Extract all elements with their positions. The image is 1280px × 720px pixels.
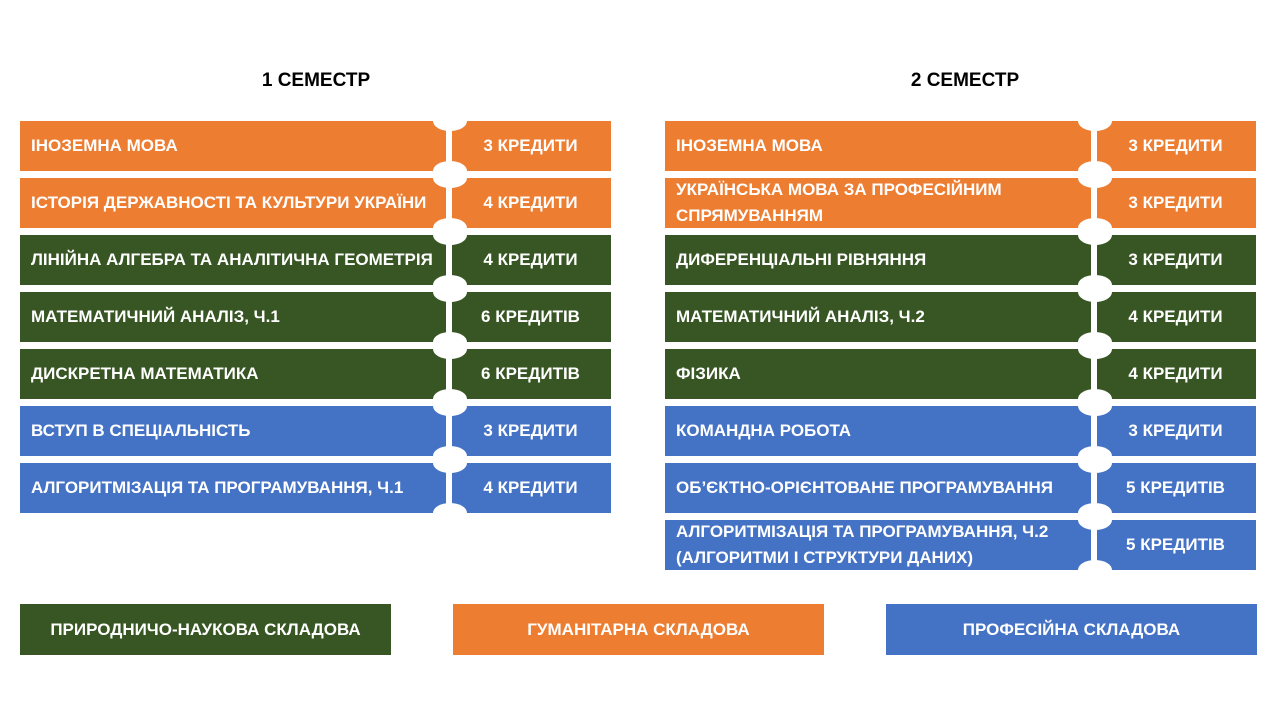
connector-circle xyxy=(1078,453,1112,473)
course-credits: 4 КРЕДИТИ xyxy=(483,478,578,497)
separator xyxy=(446,349,452,399)
connector-circle xyxy=(433,453,467,473)
separator xyxy=(1091,178,1097,228)
course-credits: 4 КРЕДИТИ xyxy=(1128,364,1223,383)
course-row: УКРАЇНСЬКА МОВА ЗА ПРОФЕСІЙНИМ СПРЯМУВАН… xyxy=(665,168,1256,238)
course-credits: 3 КРЕДИТИ xyxy=(483,421,578,440)
connector-circle xyxy=(1078,282,1112,302)
connector-circle xyxy=(1078,339,1112,359)
course-row: ІСТОРІЯ ДЕРЖАВНОСТІ ТА КУЛЬТУРИ УКРАЇНИ 4… xyxy=(20,168,611,238)
course-credits: 6 КРЕДИТІВ xyxy=(481,307,580,326)
connector-circle xyxy=(433,282,467,302)
course-name: МАТЕМАТИЧНИЙ АНАЛІЗ, Ч.2 xyxy=(676,307,925,326)
course-credits: 5 КРЕДИТІВ xyxy=(1126,535,1225,554)
course-name: ІСТОРІЯ ДЕРЖАВНОСТІ ТА КУЛЬТУРИ УКРАЇНИ xyxy=(31,193,427,212)
course-credits: 3 КРЕДИТИ xyxy=(1128,250,1223,269)
course-row: КОМАНДНА РОБОТА 3 КРЕДИТИ xyxy=(665,396,1256,466)
connector-circle xyxy=(1078,168,1112,188)
semester-1-title: 1 СЕМЕСТР xyxy=(261,70,371,91)
course-row: ЛІНІЙНА АЛГЕБРА ТА АНАЛІТИЧНА ГЕОМЕТРІЯ 4… xyxy=(20,225,611,295)
course-row: МАТЕМАТИЧНИЙ АНАЛІЗ, Ч.2 4 КРЕДИТИ xyxy=(665,282,1256,352)
legend-label: ГУМАНІТАРНА СКЛАДОВА xyxy=(527,619,750,639)
connector-circle xyxy=(433,396,467,416)
connector-circle xyxy=(1078,396,1112,416)
course-name: ОБ’ЄКТНО-ОРІЄНТОВАНЕ ПРОГРАМУВАННЯ xyxy=(676,478,1054,497)
course-name: ДИСКРЕТНА МАТЕМАТИКА xyxy=(31,364,259,383)
course-row: ДИФЕРЕНЦІАЛЬНІ РІВНЯННЯ 3 КРЕДИТИ xyxy=(665,225,1256,295)
course-credits: 3 КРЕДИТИ xyxy=(1128,193,1223,212)
course-credits: 3 КРЕДИТИ xyxy=(483,136,578,155)
course-credits: 4 КРЕДИТИ xyxy=(483,193,578,212)
course-credits: 6 КРЕДИТІВ xyxy=(481,364,580,383)
course-name: МАТЕМАТИЧНИЙ АНАЛІЗ, Ч.1 xyxy=(31,307,280,326)
course-row: ІНОЗЕМНА МОВА 3 КРЕДИТИ xyxy=(665,111,1256,181)
course-name: ІНОЗЕМНА МОВА xyxy=(31,136,178,155)
connector-circle xyxy=(1078,560,1112,580)
course-name: ФІЗИКА xyxy=(676,364,741,383)
course-name: ІНОЗЕМНА МОВА xyxy=(676,136,823,155)
separator xyxy=(446,292,452,342)
course-row: ВСТУП В СПЕЦІАЛЬНІСТЬ 3 КРЕДИТИ xyxy=(20,396,611,466)
course-name: КОМАНДНА РОБОТА xyxy=(676,421,852,440)
connector-circle xyxy=(1078,510,1112,530)
course-row: ФІЗИКА 4 КРЕДИТИ xyxy=(665,339,1256,409)
legend-professional: ПРОФЕСІЙНА СКЛАДОВА xyxy=(886,604,1257,655)
course-row: ІНОЗЕМНА МОВА 3 КРЕДИТИ xyxy=(20,111,611,181)
legend-label: ПРИРОДНИЧО-НАУКОВА СКЛАДОВА xyxy=(50,619,361,639)
connector-circle xyxy=(433,168,467,188)
connector-circle xyxy=(433,339,467,359)
separator xyxy=(1091,235,1097,285)
course-row: АЛГОРИТМІЗАЦІЯ ТА ПРОГРАМУВАННЯ, Ч.2 (АЛ… xyxy=(665,510,1256,580)
separator xyxy=(1091,406,1097,456)
connector-circle xyxy=(1078,111,1112,131)
separator xyxy=(1091,349,1097,399)
course-name: АЛГОРИТМІЗАЦІЯ ТА ПРОГРАМУВАННЯ, Ч.1 xyxy=(31,478,404,497)
separator xyxy=(1091,463,1097,513)
separator xyxy=(446,121,452,171)
course-name: УКРАЇНСЬКА МОВА ЗА ПРОФЕСІЙНИМ СПРЯМУВАН… xyxy=(676,180,1002,225)
legend-natural-science: ПРИРОДНИЧО-НАУКОВА СКЛАДОВА xyxy=(20,604,391,655)
semester-1-course-list: ІНОЗЕМНА МОВА 3 КРЕДИТИ ІСТОРІЯ ДЕРЖАВНОСТ… xyxy=(20,111,611,523)
separator xyxy=(446,235,452,285)
semester-2-course-list: ІНОЗЕМНА МОВА 3 КРЕДИТИ УКРАЇНСЬКА МОВА ЗА… xyxy=(665,111,1256,580)
course-credits: 4 КРЕДИТИ xyxy=(483,250,578,269)
course-row: ДИСКРЕТНА МАТЕМАТИКА 6 КРЕДИТІВ xyxy=(20,339,611,409)
course-name: ДИФЕРЕНЦІАЛЬНІ РІВНЯННЯ xyxy=(676,250,927,269)
legend-humanities: ГУМАНІТАРНА СКЛАДОВА xyxy=(453,604,824,655)
semester-2-title: 2 СЕМЕСТР xyxy=(910,70,1020,91)
separator xyxy=(1091,520,1097,570)
course-name: АЛГОРИТМІЗАЦІЯ ТА ПРОГРАМУВАННЯ, Ч.2 (АЛ… xyxy=(676,522,1049,567)
connector-circle xyxy=(433,111,467,131)
course-name: ЛІНІЙНА АЛГЕБРА ТА АНАЛІТИЧНА ГЕОМЕТРІЯ xyxy=(31,250,433,269)
course-row: МАТЕМАТИЧНИЙ АНАЛІЗ, Ч.1 6 КРЕДИТІВ xyxy=(20,282,611,352)
course-credits: 3 КРЕДИТИ xyxy=(1128,136,1223,155)
course-credits: 4 КРЕДИТИ xyxy=(1128,307,1223,326)
separator xyxy=(446,406,452,456)
course-credits: 3 КРЕДИТИ xyxy=(1128,421,1223,440)
separator xyxy=(1091,121,1097,171)
connector-circle xyxy=(1078,225,1112,245)
connector-circle xyxy=(433,503,467,523)
course-row: АЛГОРИТМІЗАЦІЯ ТА ПРОГРАМУВАННЯ, Ч.1 4 КР… xyxy=(20,453,611,523)
separator xyxy=(446,178,452,228)
course-name: ВСТУП В СПЕЦІАЛЬНІСТЬ xyxy=(31,421,251,440)
legend-label: ПРОФЕСІЙНА СКЛАДОВА xyxy=(962,619,1181,639)
course-credits: 5 КРЕДИТІВ xyxy=(1126,478,1225,497)
connector-circle xyxy=(433,225,467,245)
course-row: ОБ’ЄКТНО-ОРІЄНТОВАНЕ ПРОГРАМУВАННЯ 5 КРЕД… xyxy=(665,453,1256,523)
separator xyxy=(446,463,452,513)
separator xyxy=(1091,292,1097,342)
